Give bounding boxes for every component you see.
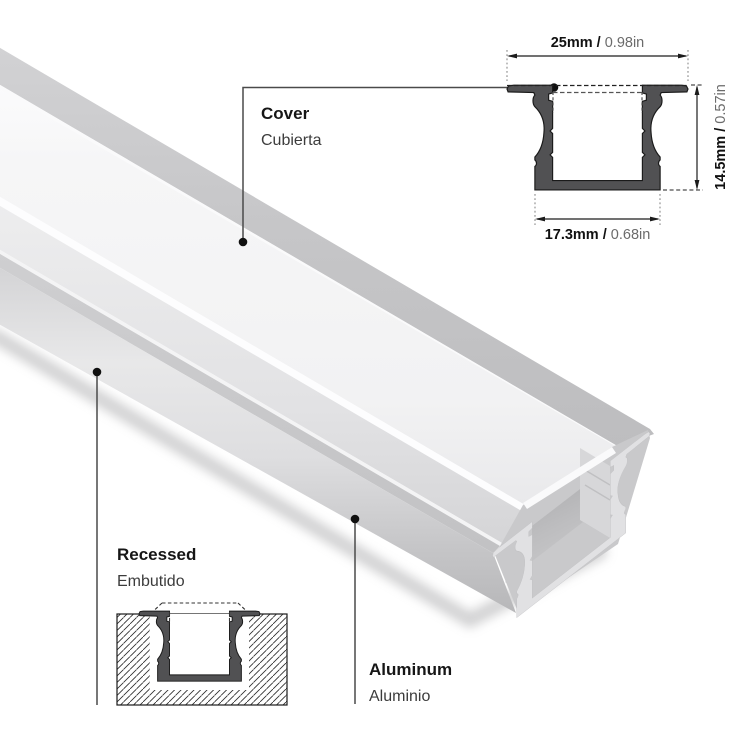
cross-section-profile bbox=[507, 85, 688, 190]
dimension-drawing bbox=[507, 50, 703, 225]
dim-bottom-metric: 17.3mm / bbox=[544, 227, 611, 243]
recessed-label-es: Embutido bbox=[117, 573, 185, 590]
dim-bottom-width: 17.3mm / 0.68in bbox=[500, 228, 695, 243]
dim-top-imperial: 0.98in bbox=[604, 35, 645, 51]
dim-top-metric: 25mm / bbox=[550, 35, 605, 51]
aluminum-body-side bbox=[0, 267, 516, 613]
cover-label: Cover Cubierta bbox=[261, 105, 321, 149]
cover-label-en: Cover bbox=[261, 104, 310, 123]
leader-lines bbox=[96, 86, 554, 705]
dim-side-height: 14.5mm / 0.57in bbox=[713, 67, 734, 207]
profile-3d-view bbox=[0, 47, 654, 637]
flange-far-band bbox=[0, 47, 654, 447]
dim-bottom-imperial: 0.68in bbox=[610, 227, 651, 243]
dim-side-metric: 14.5mm / bbox=[713, 123, 729, 190]
cover-surface bbox=[0, 88, 617, 505]
recessed-label-en: Recessed bbox=[117, 545, 197, 564]
dim-top-width: 25mm / 0.98in bbox=[500, 36, 695, 51]
flange-near-band bbox=[0, 205, 537, 543]
cover-label-es: Cubierta bbox=[261, 132, 322, 149]
dimension-arrows bbox=[507, 53, 700, 222]
recessed-cover-dashed bbox=[152, 602, 248, 624]
recessed-label: Recessed Embutido bbox=[117, 546, 196, 590]
aluminum-label-en: Aluminum bbox=[369, 660, 453, 679]
aluminum-label: Aluminum Aluminio bbox=[369, 661, 452, 705]
aluminum-label-es: Aluminio bbox=[369, 688, 431, 705]
dim-side-imperial: 0.57in bbox=[713, 84, 729, 124]
cover-cut-edge bbox=[523, 447, 616, 509]
recessed-detail-drawing bbox=[116, 602, 288, 706]
